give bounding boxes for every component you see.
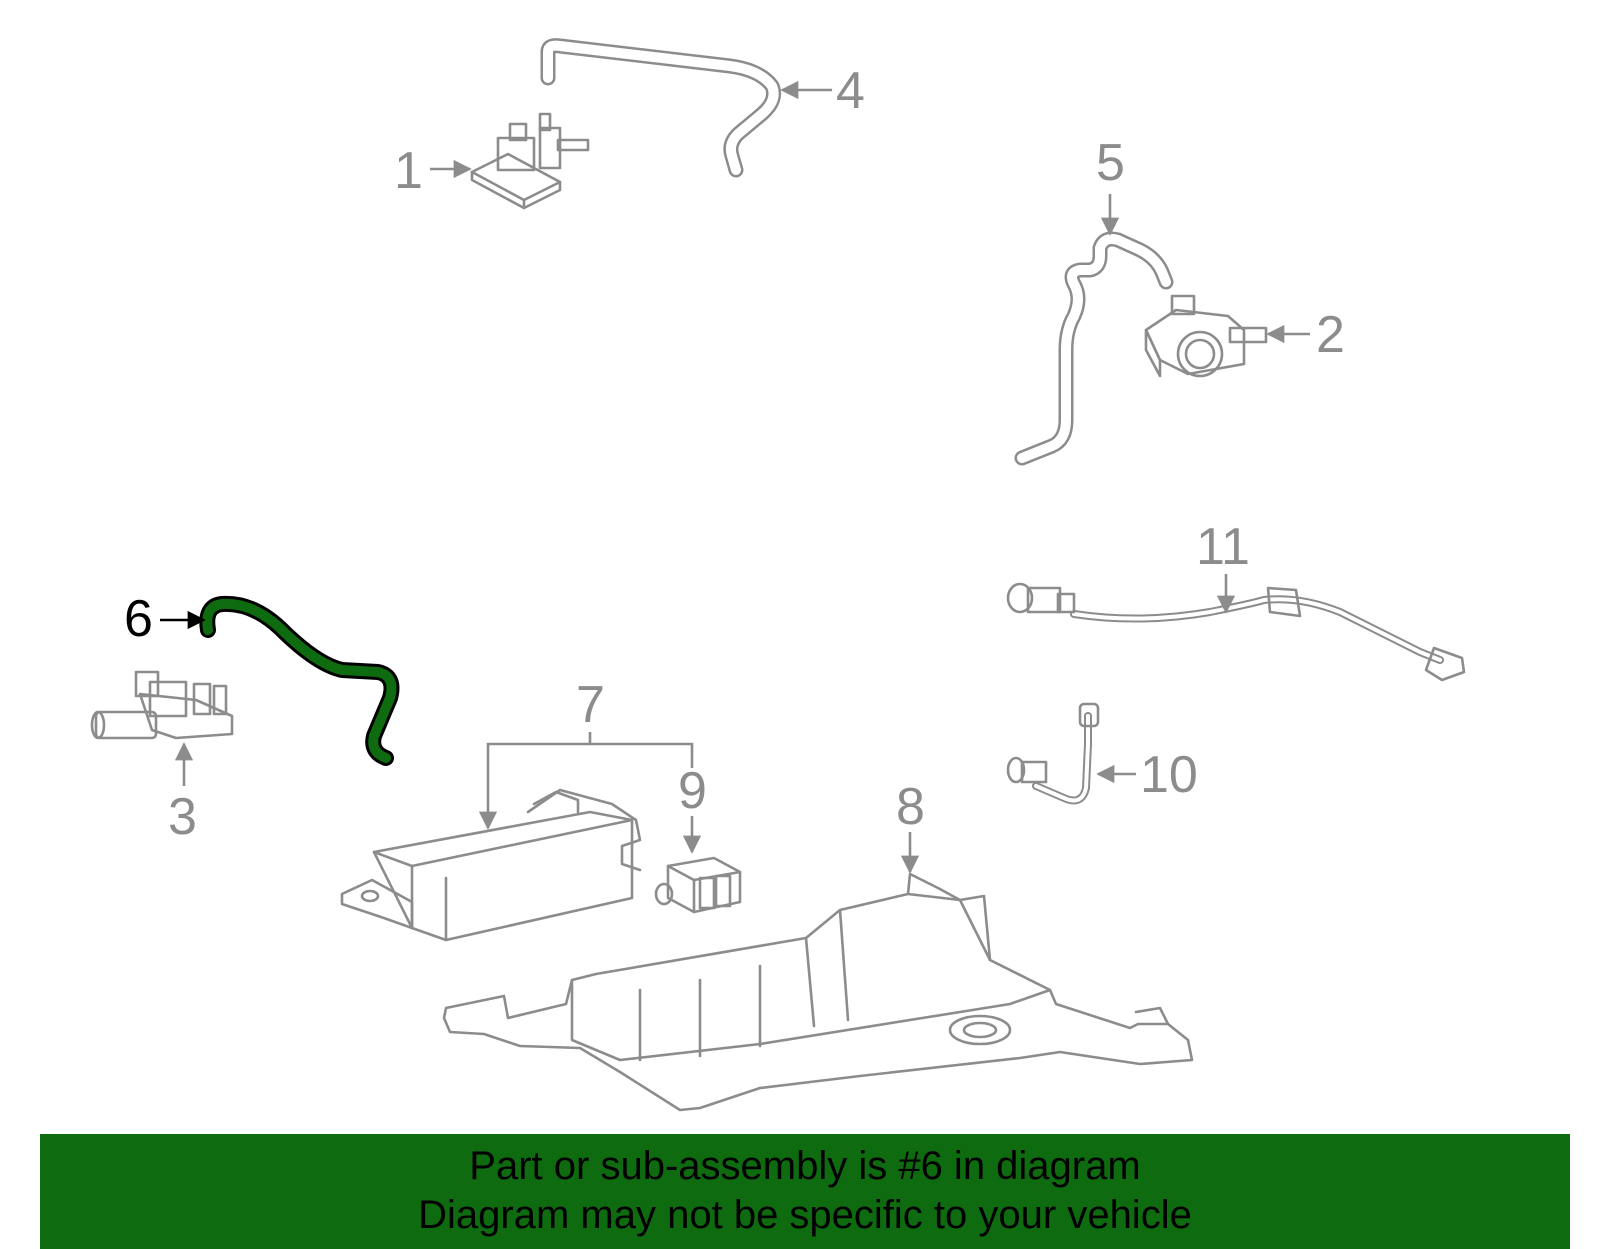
svg-text:4: 4 <box>836 62 865 120</box>
part-11-oxygen-sensor[interactable] <box>1006 582 1466 682</box>
callout-3: 3 <box>168 742 197 846</box>
callout-6: 6 <box>124 590 206 648</box>
svg-text:7: 7 <box>576 676 605 734</box>
callout-4: 4 <box>780 62 865 120</box>
part-10-oxygen-sensor[interactable] <box>1006 702 1100 805</box>
svg-text:5: 5 <box>1096 134 1125 192</box>
part-1-vsv[interactable] <box>470 112 590 210</box>
callout-5: 5 <box>1096 134 1125 236</box>
svg-text:9: 9 <box>678 762 707 820</box>
callout-11: 11 <box>1196 518 1250 614</box>
callout-1: 1 <box>394 142 472 200</box>
callout-7: 7 <box>478 676 694 830</box>
part-5-hose[interactable] <box>1014 231 1174 466</box>
part-3-vsv-left[interactable] <box>90 670 234 740</box>
svg-text:1: 1 <box>394 142 423 200</box>
part-8-canister-shield[interactable] <box>442 872 1194 1112</box>
banner-part-note: Part or sub-assembly is #6 in diagram <box>469 1144 1141 1188</box>
svg-text:3: 3 <box>168 788 197 846</box>
svg-text:11: 11 <box>1196 518 1250 576</box>
svg-text:6: 6 <box>124 590 153 648</box>
svg-text:8: 8 <box>896 778 925 836</box>
callout-8: 8 <box>896 778 925 874</box>
info-banner: Part or sub-assembly is #6 in diagram Di… <box>40 1134 1570 1249</box>
svg-text:2: 2 <box>1316 306 1345 364</box>
svg-text:10: 10 <box>1140 746 1198 804</box>
part-9-connector[interactable] <box>654 856 742 914</box>
callout-9: 9 <box>678 762 707 854</box>
part-7-charcoal-canister[interactable] <box>340 788 642 942</box>
callout-10: 10 <box>1096 746 1198 804</box>
part-6-vacuum-hose-highlighted[interactable] <box>199 595 400 766</box>
part-2-purge-valve[interactable] <box>1144 294 1268 378</box>
banner-disclaimer: Diagram may not be specific to your vehi… <box>418 1193 1192 1237</box>
part-4-vacuum-hose[interactable] <box>540 38 782 178</box>
callout-2: 2 <box>1266 306 1345 364</box>
